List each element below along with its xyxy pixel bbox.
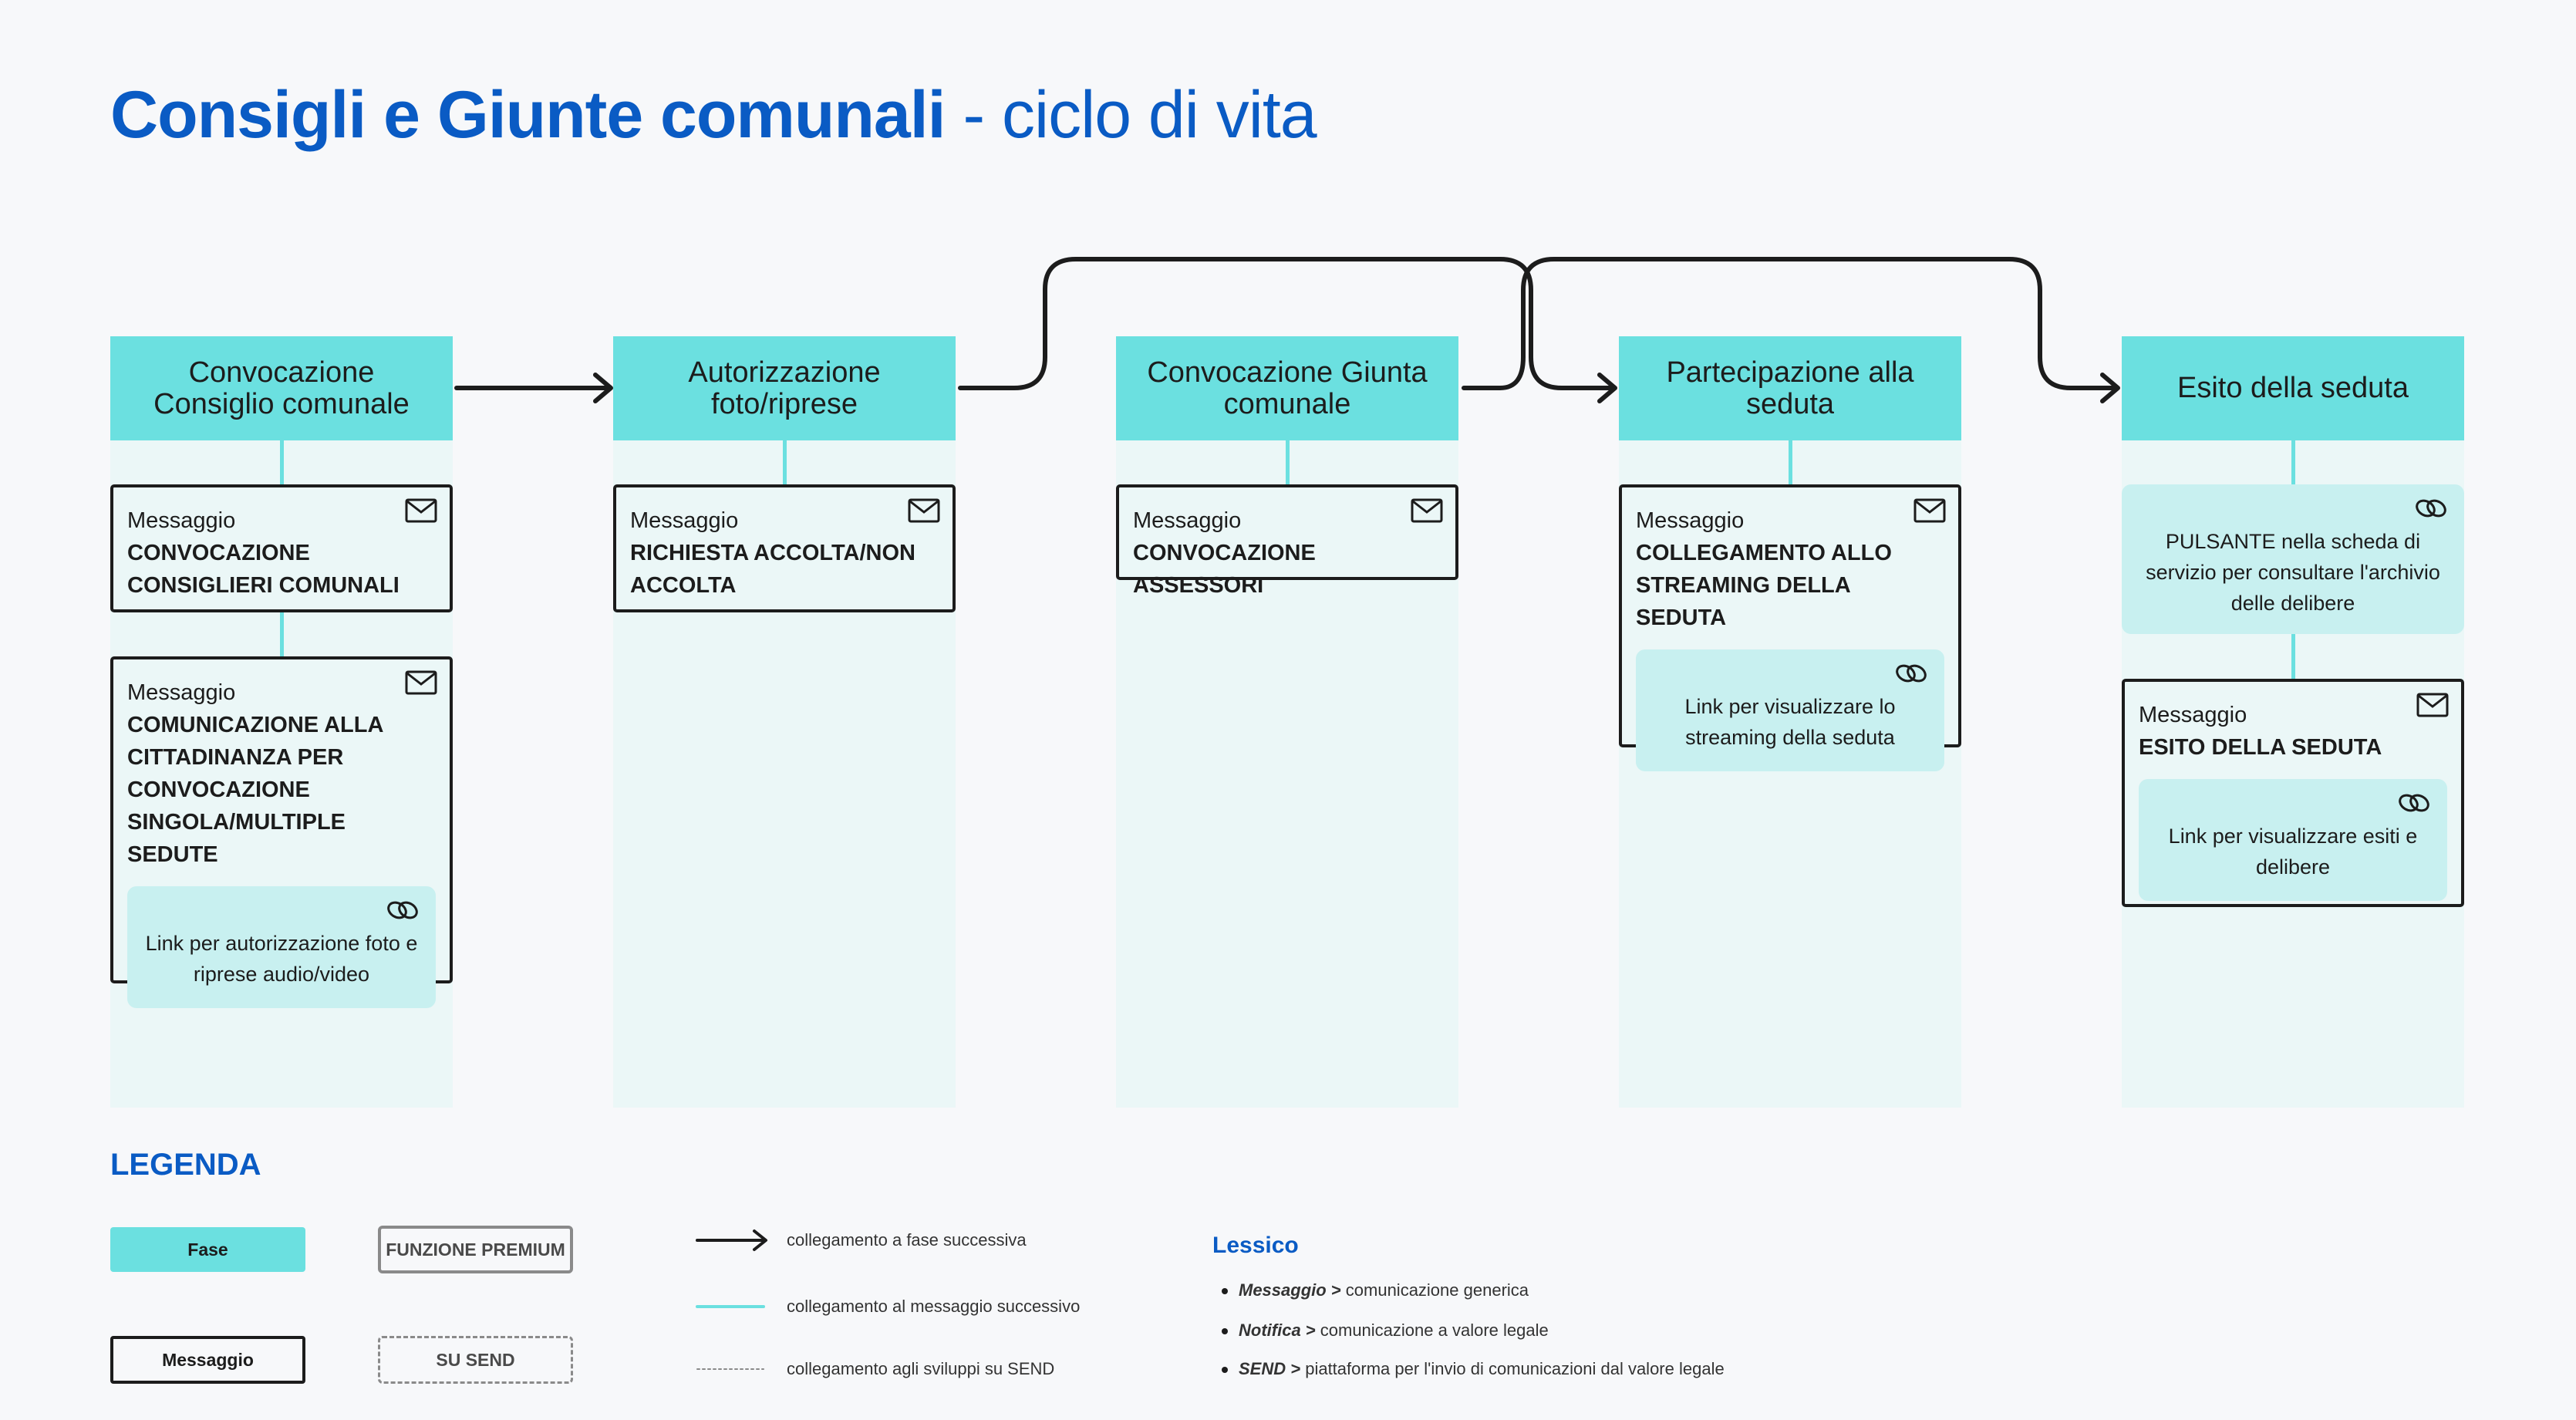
phase-label: Autorizzazione foto/riprese: [688, 356, 881, 420]
envelope-icon: [1913, 498, 1946, 523]
connector-line: [2291, 440, 2295, 485]
legend-arrow-text: collegamento a fase successiva: [787, 1230, 1027, 1250]
envelope-icon: [1411, 498, 1443, 523]
legend-title: LEGENDA: [110, 1148, 261, 1182]
message-card: Messaggio RICHIESTA ACCOLTA/NON ACCOLTA: [613, 484, 956, 612]
arrow-right-icon: [1462, 257, 2119, 390]
link-icon: [2416, 499, 2446, 518]
link-icon: [387, 901, 418, 919]
phase-esito: Esito della seduta: [2122, 336, 2464, 440]
button-info-box[interactable]: PULSANTE nella scheda di servizio per co…: [2122, 484, 2464, 634]
message-label: Messaggio: [1636, 508, 1745, 533]
lessico-def: comunicazione a valore legale: [1315, 1320, 1549, 1340]
lessico-def: piattaforma per l'invio di comunicazioni…: [1300, 1359, 1725, 1378]
arrow-head: [1597, 373, 1617, 403]
link-icon: [1896, 664, 1927, 683]
message-text: CONVOCAZIONE ASSESSORI: [1133, 541, 1316, 598]
message-label: Messaggio: [2139, 703, 2247, 727]
phase-label: Esito della seduta: [2177, 372, 2409, 404]
link-icon: [2399, 794, 2429, 812]
message-card: Messaggio COMUNICAZIONE ALLA CITTADINANZ…: [110, 656, 453, 1008]
legend-send-label: SU SEND: [436, 1349, 515, 1370]
envelope-icon: [405, 670, 437, 695]
message-card: Messaggio ESITO DELLA SEDUTA Link per vi…: [2122, 679, 2464, 907]
phase-label: Convocazione Consiglio comunale: [153, 356, 410, 420]
phase-label: Partecipazione alla seduta: [1666, 356, 1914, 420]
lessico-term: Notifica >: [1239, 1320, 1316, 1340]
lessico-title: Lessico: [1212, 1233, 1299, 1258]
message-card: Messaggio CONVOCAZIONE ASSESSORI: [1116, 484, 1458, 598]
message-text: ESITO DELLA SEDUTA: [2139, 735, 2382, 760]
connector-line: [280, 612, 284, 657]
message-card: Messaggio CONVOCAZIONE CONSIGLIERI COMUN…: [110, 484, 453, 612]
message-card: Messaggio COLLEGAMENTO ALLO STREAMING DE…: [1619, 484, 1961, 771]
arrow-head: [593, 373, 613, 403]
legend-premium-label: FUNZIONE PREMIUM: [386, 1239, 565, 1260]
legend-dotted-text: collegamento agli sviluppi su SEND: [787, 1359, 1055, 1378]
lessico-def: comunicazione generica: [1340, 1280, 1529, 1300]
message-label: Messaggio: [127, 680, 236, 705]
title-subtitle: - ciclo di vita: [963, 78, 1317, 152]
message-label: Messaggio: [630, 508, 739, 533]
message-label: Messaggio: [127, 508, 236, 533]
legend-send-swatch: SU SEND: [378, 1336, 573, 1384]
legend-phase-swatch: Fase: [110, 1227, 305, 1272]
button-info-text: PULSANTE nella scheda di servizio per co…: [2146, 530, 2440, 615]
link-box[interactable]: Link per visualizzare esiti e delibere: [2139, 779, 2447, 901]
legend-line-samples: [696, 1229, 767, 1370]
arrow-head: [2100, 373, 2120, 403]
link-text: Link per visualizzare lo streaming della…: [1684, 695, 1896, 749]
phase-partecipazione: Partecipazione alla seduta: [1619, 336, 1961, 440]
lessico-term: Messaggio >: [1239, 1280, 1341, 1300]
arrow-right-icon: [958, 257, 1616, 390]
legend-message-label: Messaggio: [162, 1349, 254, 1370]
legend-line-text: collegamento al messaggio successivo: [787, 1297, 1081, 1316]
connector-line: [1286, 440, 1290, 485]
envelope-icon: [405, 498, 437, 523]
link-text: Link per visualizzare esiti e delibere: [2168, 825, 2418, 879]
link-box[interactable]: Link per visualizzare lo streaming della…: [1636, 649, 1944, 771]
lessico-item: Messaggio > comunicazione generica: [1222, 1280, 1529, 1300]
connector-line: [2291, 634, 2295, 679]
link-text: Link per autorizzazione foto e riprese a…: [145, 932, 418, 986]
envelope-icon: [908, 498, 940, 523]
envelope-icon: [2416, 693, 2449, 717]
legend-phase-label: Fase: [187, 1239, 228, 1260]
connector-line: [1789, 440, 1792, 485]
message-text: CONVOCAZIONE CONSIGLIERI COMUNALI: [127, 541, 400, 598]
title-bold: Consigli e Giunte comunali: [110, 78, 946, 152]
lessico-term: SEND >: [1239, 1359, 1301, 1378]
legend-premium-swatch: FUNZIONE PREMIUM: [378, 1226, 573, 1273]
connector-line: [783, 440, 787, 485]
message-text: COLLEGAMENTO ALLO STREAMING DELLA SEDUTA: [1636, 541, 1892, 630]
message-text: RICHIESTA ACCOLTA/NON ACCOLTA: [630, 541, 915, 598]
page-title: Consigli e Giunte comunali - ciclo di vi…: [110, 77, 1317, 153]
phase-convocazione-giunta: Convocazione Giunta comunale: [1116, 336, 1458, 440]
connector-line: [280, 440, 284, 485]
phase-autorizzazione: Autorizzazione foto/riprese: [613, 336, 956, 440]
lessico-item: SEND > piattaforma per l'invio di comuni…: [1222, 1359, 1725, 1379]
legend-message-swatch: Messaggio: [110, 1336, 305, 1384]
phase-label: Convocazione Giunta comunale: [1147, 356, 1428, 420]
link-box[interactable]: Link per autorizzazione foto e riprese a…: [127, 886, 436, 1008]
message-label: Messaggio: [1133, 508, 1242, 533]
phase-convocazione-consiglio: Convocazione Consiglio comunale: [110, 336, 453, 440]
lessico-item: Notifica > comunicazione a valore legale: [1222, 1320, 1549, 1341]
message-text: COMUNICAZIONE ALLA CITTADINANZA PER CONV…: [127, 713, 383, 867]
